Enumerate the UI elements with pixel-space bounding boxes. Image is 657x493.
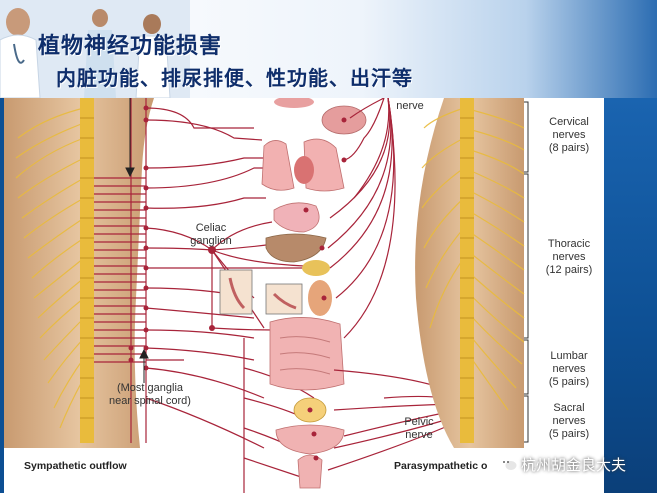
sacral-nerves-label: Sacral nerves (5 pairs) (548, 402, 590, 440)
watermark-text: 杭州胡金良大夫 (521, 456, 627, 474)
pelvic-nerve-label: Pelvic nerve (404, 416, 434, 441)
sympathetic-outflow-lines (94, 98, 315, 493)
wechat-icon (499, 458, 517, 470)
celiac-ganglion-label: Celiac ganglion (190, 222, 232, 247)
thoracic-nerves-label: Thoracic nerves (12 pairs) (545, 238, 593, 276)
most-ganglia-label: (Most ganglia near spinal cord) (109, 382, 191, 407)
nerve-top-label: nerve (396, 100, 424, 112)
page-title: 植物神经功能损害 (38, 33, 223, 59)
page-subtitle: 内脏功能、排尿排便、性功能、出汗等 (56, 66, 413, 90)
left-spinal-cord (80, 98, 94, 443)
parasympathetic-outflow-label: Parasympathetic o (394, 460, 488, 472)
slide-header: 植物神经功能损害 内脏功能、排尿排便、性功能、出汗等 (0, 0, 657, 98)
watermark: 杭州胡金良大夫 (499, 452, 626, 476)
right-decorative-strip (604, 98, 657, 493)
cervical-nerves-label: Cervical nerves (8 pairs) (548, 116, 590, 154)
medical-staff-photo (0, 0, 190, 98)
lumbar-nerves-label: Lumbar nerves (5 pairs) (548, 350, 590, 388)
sympathetic-outflow-label: Sympathetic outflow (24, 460, 127, 472)
diagram-panel: nerve Celiac ganglion (Most ganglia near… (4, 98, 604, 493)
sympathetic-ganglia (128, 105, 216, 371)
nerve-group-brackets (524, 101, 529, 443)
celiac-ganglion (208, 246, 216, 254)
autonomic-nervous-system-diagram (4, 98, 529, 493)
right-spinal-cord (460, 98, 474, 443)
organs (219, 98, 367, 489)
pointer-arrows (125, 98, 149, 383)
